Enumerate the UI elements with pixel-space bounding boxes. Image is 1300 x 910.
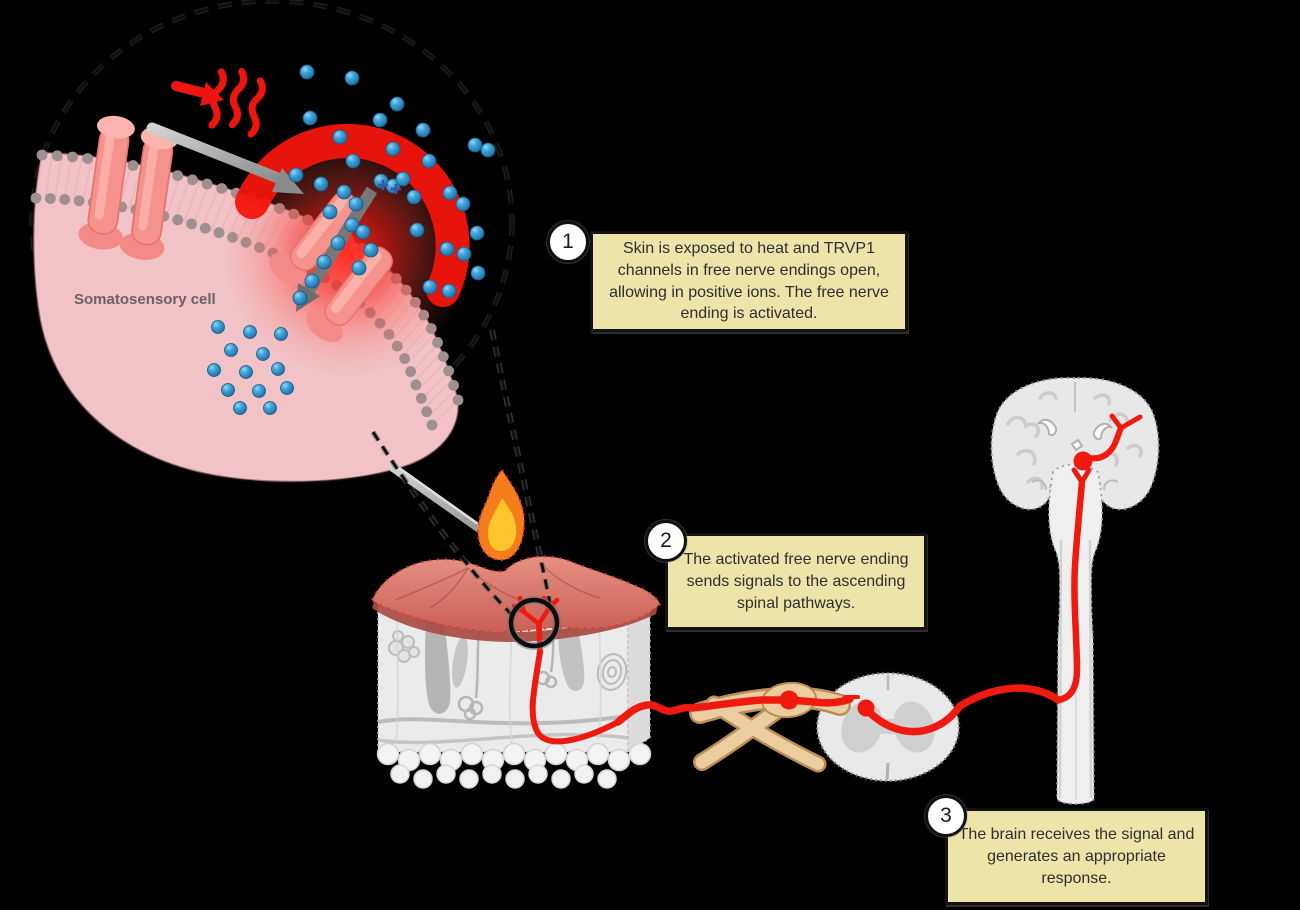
heat-waves-icon: [208, 67, 266, 138]
callout-3-number-text: 3: [940, 804, 952, 827]
positive-ions-outside: [288, 64, 496, 306]
callout-2-number: 2: [645, 520, 687, 562]
skin-surface-burn: [370, 555, 662, 634]
callout-2-box: The activated free nerve ending sends si…: [665, 533, 927, 631]
callout-2-number-text: 2: [660, 529, 672, 552]
flame-icon: [476, 468, 526, 562]
stimulus-arrow-icon: [146, 122, 304, 194]
thalamus-synapse-dot: [1073, 451, 1093, 471]
callout-1-number: 1: [547, 221, 589, 263]
callout-3-number: 3: [925, 795, 967, 837]
brain-ventricles: [1036, 418, 1114, 452]
subcutaneous-fat-bumps: [376, 742, 652, 789]
ganglion-soma-dot: [779, 690, 799, 710]
callout-1-number-text: 1: [562, 230, 574, 253]
ion-channel-open-icon: [269, 191, 393, 343]
callout-1-text: Skin is exposed to heat and TRVP1 channe…: [609, 240, 889, 323]
ascending-pathway-fiber: [865, 413, 1143, 736]
zoom-leader-lines: [370, 329, 553, 617]
temporal-lobe-notches: [1031, 479, 1119, 491]
callout-3-box: The brain receives the signal and genera…: [945, 808, 1208, 906]
somatosensory-cell-label: Somatosensory cell: [74, 291, 216, 308]
brain-coronal-section: [990, 376, 1160, 511]
callout-3-text: The brain receives the signal and genera…: [958, 826, 1195, 887]
callout-2-text: The activated free nerve ending sends si…: [683, 551, 909, 612]
skin-cross-section: [370, 555, 662, 789]
callout-1-box: Skin is exposed to heat and TRVP1 channe…: [590, 231, 908, 332]
skin-surface-burn-underside: [372, 602, 658, 642]
positive-ions-inside: [207, 320, 294, 415]
magnified-circle-view: [29, 0, 515, 483]
zoom-target-circle: [507, 596, 561, 650]
afferent-nerve-fiber: [511, 595, 875, 745]
positive-charge-marks: [378, 180, 401, 194]
heat-stimulus-icon: [171, 67, 266, 138]
ion-channel-closed-icon: [78, 115, 179, 260]
